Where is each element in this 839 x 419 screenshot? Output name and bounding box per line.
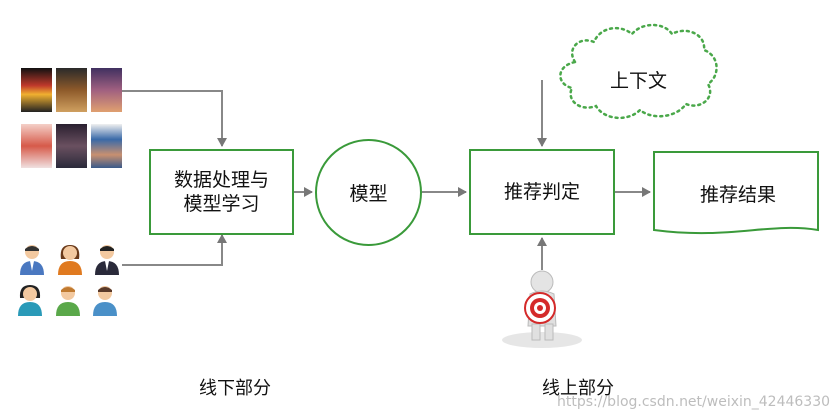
context-cloud-shape: [559, 23, 718, 119]
movie-poster-3: [91, 68, 122, 112]
recommend-result-label: 推荐结果: [700, 184, 777, 206]
offline-section-label: 线下部分: [199, 378, 271, 399]
user-with-target-icon: [502, 270, 582, 348]
movie-poster-1: [21, 68, 52, 112]
online-section-label: 线上部分: [542, 378, 614, 399]
movie-poster-5: [56, 124, 87, 168]
user-avatar-5: [56, 286, 80, 316]
movie-poster-2: [56, 68, 87, 112]
recommend-result-shape: [653, 151, 819, 235]
recommend-decision-node: 推荐判定: [469, 149, 615, 235]
user-avatar-2: [58, 245, 82, 275]
arrow-users-to-processing: [122, 234, 227, 266]
arrow-posters-to-processing: [122, 90, 227, 147]
recommend-decision-label: 推荐判定: [503, 181, 580, 203]
offline-processing-node: 数据处理与 模型学习: [149, 149, 294, 235]
offline-processing-label: 数据处理与 模型学习: [173, 169, 269, 215]
user-avatar-6: [93, 286, 117, 316]
movie-poster-6: [91, 124, 122, 168]
user-avatar-3: [95, 245, 119, 275]
movie-poster-4: [21, 124, 52, 168]
user-avatar-1: [20, 245, 44, 275]
user-avatar-4: [18, 285, 42, 316]
model-label: 模型: [349, 183, 388, 205]
context-label: 上下文: [610, 70, 668, 92]
watermark: https://blog.csdn.net/weixin_42446330: [557, 394, 831, 410]
model-node: 模型: [315, 139, 422, 246]
